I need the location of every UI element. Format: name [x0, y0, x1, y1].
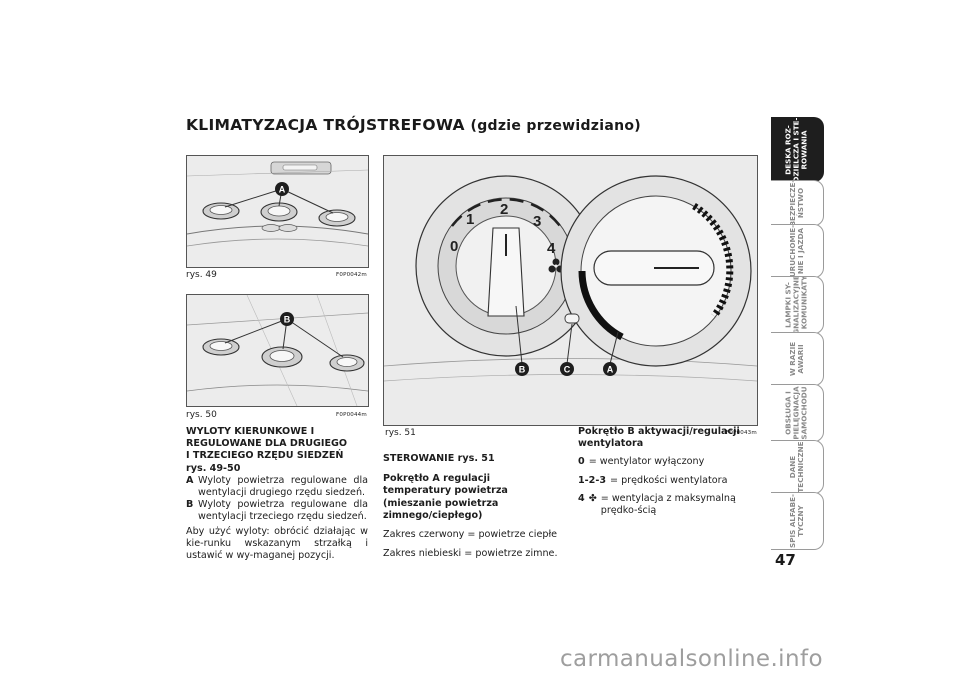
section-title: KLIMATYZACJA TRÓJSTREFOWA (gdzie przewid…: [186, 116, 641, 134]
list-item: 0 = wentylator wyłączony: [578, 456, 705, 468]
list-item: 4 ✤ = wentylacja z maksymalną prędko-ści…: [578, 492, 736, 517]
callout-A-fig51: A: [607, 365, 614, 375]
tab-dashboard-controls[interactable]: DESKA ROZ- DZIELCZA I STE- ROWANIA: [771, 117, 824, 182]
callout-B-fig51: B: [519, 365, 526, 375]
figure-50-code: F0P0044m: [336, 412, 367, 418]
tab-maintenance[interactable]: OBSŁUGA I PIELĘGNACJA SAMOCHODU: [771, 384, 824, 442]
column-1-text: WYLOTY KIERUNKOWE I REGULOWANE DLA DRUGI…: [186, 426, 368, 562]
figure-51-caption: rys. 51: [385, 428, 416, 438]
tab-starting-driving[interactable]: URUCHOMIE- NIE I JAZDA: [771, 224, 824, 278]
figure-49-image: A: [186, 155, 369, 268]
tab-technical-data[interactable]: DANE TECHNICZNE: [771, 440, 824, 494]
third-row-vents-illustration: B: [187, 295, 368, 406]
dial-number-1: 1: [466, 211, 474, 228]
rear-vents-illustration: A: [187, 156, 368, 267]
col1-heading-line: I TRZECIEGO RZĘDU SIEDZEŃ: [186, 450, 344, 462]
watermark: carmanualsonline.info: [560, 646, 823, 672]
list-item: A Wyloty powietrza regulowane dla wentyl…: [186, 474, 368, 499]
figure-49-caption: rys. 49: [186, 270, 217, 280]
dial-number-2: 2: [500, 201, 508, 218]
figure-50-caption: rys. 50: [186, 410, 217, 420]
col1-heading-line: rys. 49-50: [186, 462, 241, 474]
climate-control-panel-illustration: 0 1 2 3 4 B C A: [384, 156, 757, 425]
tab-emergency[interactable]: W RAZIE AWARII: [771, 332, 824, 386]
callout-C-fig51: C: [564, 365, 571, 375]
col2-line: Zakres niebieski = powietrze zimne.: [383, 548, 558, 560]
column-3-text: Pokrętło B aktywacji/regulacji wentylato…: [578, 426, 758, 517]
callout-B-fig50: B: [284, 315, 291, 325]
col2-line: Zakres czerwony = powietrze ciepłe: [383, 529, 558, 541]
dial-number-3: 3: [533, 213, 541, 230]
col1-paragraph: Aby użyć wyloty: obrócić działając w kie…: [186, 525, 368, 562]
figure-51-code: F0P0043m: [726, 430, 757, 436]
figure-50-image: B: [186, 294, 369, 407]
col1-heading-line: WYLOTY KIERUNKOWE I: [186, 426, 315, 437]
tab-warning-lights[interactable]: LAMPKI SY- GNALIZACYJNE I KOMUNIKATY: [771, 276, 824, 334]
tab-index[interactable]: SPIS ALFABE- TYCZNY: [771, 492, 824, 550]
dial-number-4: 4: [547, 240, 556, 257]
col1-heading-line: REGULOWANE DLA DRUGIEGO: [186, 438, 348, 450]
page-number: 47: [775, 551, 796, 569]
col2-subheading: Pokrętło A regulacji temperatury powietr…: [383, 473, 508, 521]
list-item: B Wyloty powietrza regulowane dla wentyl…: [186, 499, 368, 523]
dial-number-0: 0: [450, 238, 458, 255]
col3-heading: Pokrętło B aktywacji/regulacji wentylato…: [578, 426, 740, 450]
list-item: 1-2-3 = prędkości wentylatora: [578, 474, 728, 486]
fan-icon: ✤: [588, 492, 597, 504]
callout-A-fig49: A: [279, 185, 286, 195]
col2-heading: STEROWANIE rys. 51: [383, 453, 495, 464]
figure-49-code: F0P0042m: [336, 272, 367, 278]
tab-safety[interactable]: BEZPIECZE- ŃSTWO: [771, 180, 824, 226]
column-2-text: STEROWANIE rys. 51 Pokrętło A regulacji …: [383, 453, 561, 560]
figure-51-image: 0 1 2 3 4 B C A: [383, 155, 758, 426]
